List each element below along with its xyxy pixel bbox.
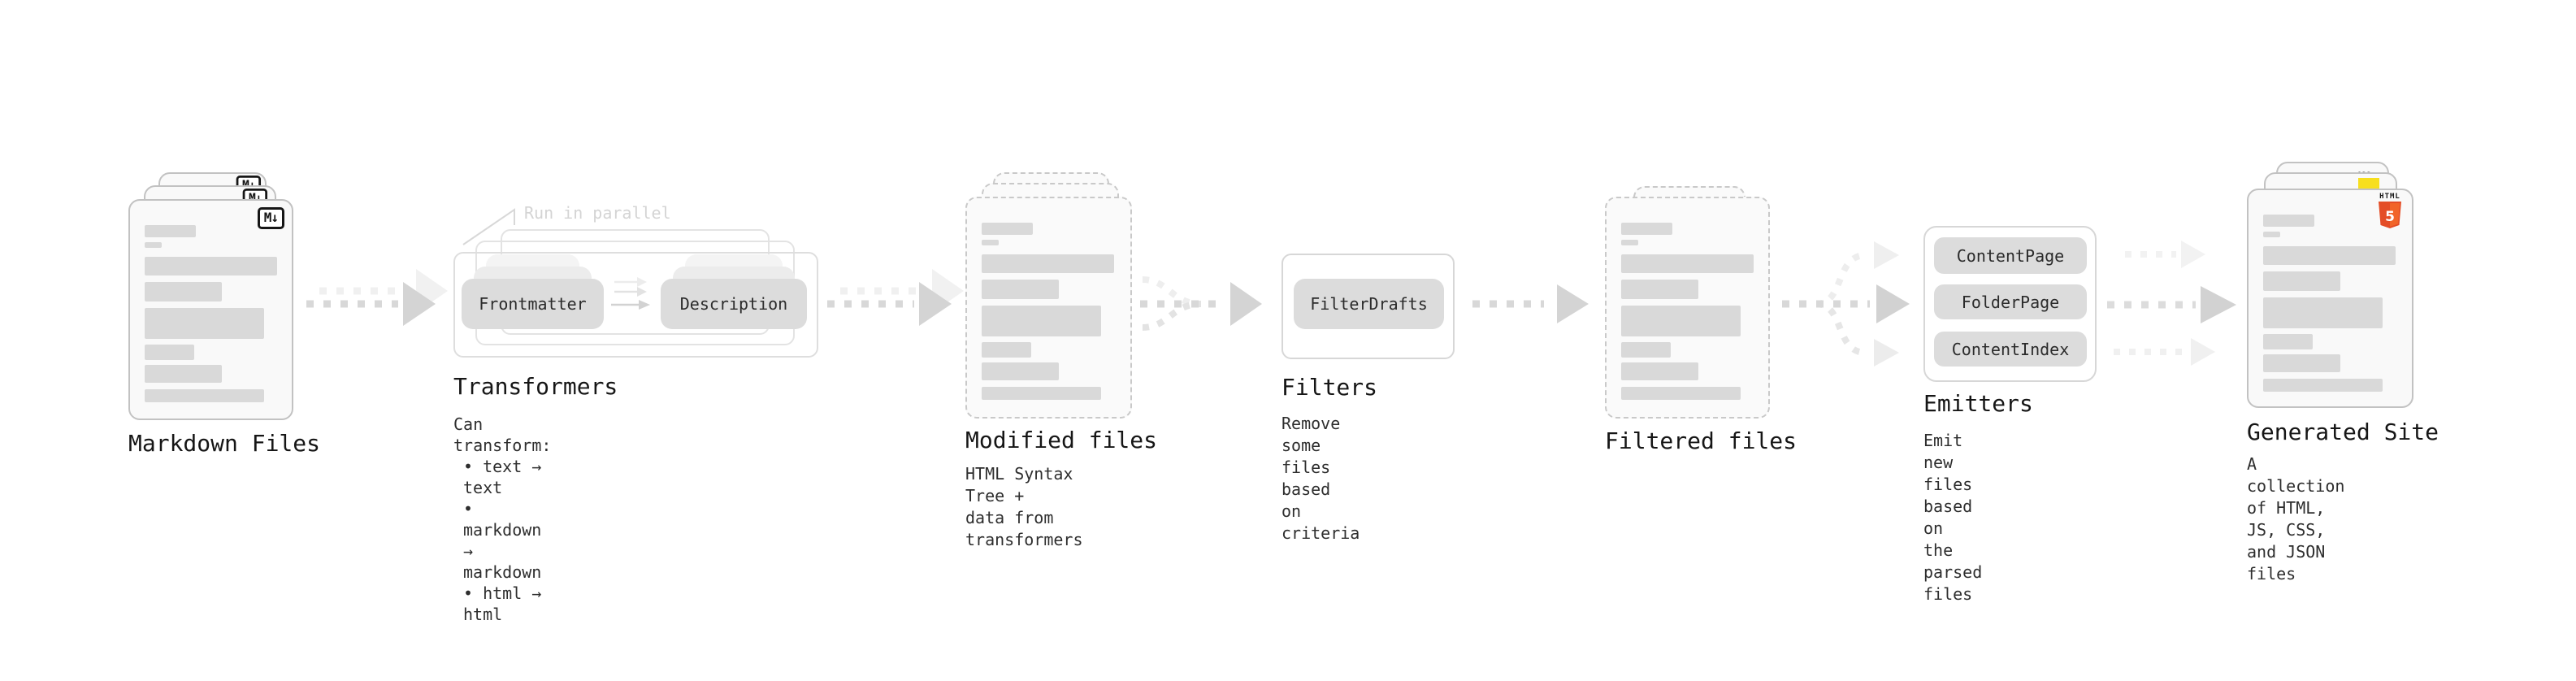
svg-text:5: 5	[2385, 209, 2395, 225]
text-placeholder-bar	[145, 257, 277, 275]
text-placeholder-bar	[145, 345, 194, 360]
text-placeholder-bar	[982, 240, 999, 245]
emitter-node-folderpage: FolderPage	[1934, 284, 2087, 319]
text-placeholder-bar	[2263, 379, 2383, 392]
stage-label-markdown-files: Markdown Files	[128, 430, 321, 457]
text-placeholder-bar	[1621, 223, 1672, 235]
arrow-filters-to-filtered	[1472, 284, 1589, 323]
transformers-intro: Can transform:	[453, 414, 552, 455]
text-placeholder-bar	[2263, 334, 2313, 349]
arrow-transformers-to-modified	[827, 269, 964, 326]
text-placeholder-bar	[982, 362, 1059, 380]
generated-site-description: A collection of HTML, JS, CSS, and JSON …	[2247, 454, 2345, 583]
transformer-node-frontmatter: Frontmatter	[462, 279, 604, 329]
filtered-file-card-front	[1605, 197, 1770, 419]
text-placeholder-bar	[145, 389, 264, 402]
run-in-parallel-note: Run in parallel	[524, 203, 671, 223]
text-placeholder-bar	[982, 254, 1114, 273]
emitters-description: Emit new files based on the parsed files	[1923, 431, 1983, 604]
text-placeholder-bar	[2263, 271, 2340, 291]
stage-label-emitters: Emitters	[1923, 390, 2033, 417]
markdown-icon: M↓	[257, 207, 284, 229]
transformer-run-frame-front	[453, 252, 818, 358]
transformer-node-description: Description	[661, 279, 807, 329]
document-text-placeholder	[1621, 223, 1754, 400]
text-placeholder-bar	[1621, 254, 1754, 273]
stage-label-transformers: Transformers	[453, 373, 618, 400]
text-placeholder-bar	[982, 223, 1033, 235]
emitter-node-contentpage: ContentPage	[1934, 237, 2087, 274]
arrows-emitters-to-generated	[2107, 241, 2236, 366]
html5-icon-label: HTML	[2379, 193, 2400, 201]
generated-file-card-html: HTML 5	[2247, 189, 2413, 408]
filters-description: Remove some files based on criteria	[1281, 414, 1360, 543]
transformers-bullet: • html → html	[463, 583, 542, 624]
js-icon	[2358, 178, 2379, 191]
text-placeholder-bar	[145, 308, 264, 339]
modified-files-description: HTML Syntax Tree + data from transformer…	[965, 464, 1083, 549]
filter-node-filterdrafts: FilterDrafts	[1294, 279, 1444, 329]
text-placeholder-bar	[145, 365, 222, 383]
arrow-modified-to-filters-merge	[1140, 276, 1262, 331]
text-placeholder-bar	[982, 387, 1101, 400]
arrow-filtered-to-emitters-split	[1782, 241, 1910, 367]
text-placeholder-bar	[982, 342, 1031, 358]
text-placeholder-bar	[982, 280, 1059, 299]
transformers-description: Can transform: • text → text • markdown …	[453, 414, 551, 625]
document-text-placeholder	[982, 223, 1114, 400]
stage-label-filtered-files: Filtered files	[1605, 427, 1798, 454]
text-placeholder-bar	[982, 306, 1101, 336]
document-text-placeholder	[2263, 215, 2396, 392]
text-placeholder-bar	[1621, 362, 1698, 380]
modified-file-card-front	[965, 197, 1132, 419]
text-placeholder-bar	[1621, 342, 1671, 358]
transformers-bullet: • markdown → markdown	[463, 499, 542, 582]
text-placeholder-bar	[2263, 232, 2280, 237]
text-placeholder-bar	[1621, 306, 1741, 336]
text-placeholder-bar	[1621, 240, 1638, 245]
html5-shield: 5	[2379, 202, 2401, 228]
stage-label-filters: Filters	[1281, 374, 1378, 401]
emitter-node-contentindex: ContentIndex	[1934, 332, 2087, 367]
text-placeholder-bar	[2263, 215, 2314, 227]
text-placeholder-bar	[1621, 280, 1698, 299]
html5-icon: HTML 5	[2376, 193, 2404, 232]
text-placeholder-bar	[2263, 354, 2340, 372]
markdown-file-card-front: M↓	[128, 199, 293, 420]
text-placeholder-bar	[2263, 246, 2396, 265]
arrow-markdown-to-transformers	[306, 269, 448, 326]
text-placeholder-bar	[145, 242, 162, 248]
text-placeholder-bar	[1621, 387, 1741, 400]
document-text-placeholder	[145, 225, 277, 402]
transformers-bullet: • text → text	[463, 457, 542, 497]
text-placeholder-bar	[2263, 297, 2383, 328]
stage-label-modified-files: Modified files	[965, 427, 1158, 453]
text-placeholder-bar	[145, 225, 196, 237]
text-placeholder-bar	[145, 282, 222, 301]
stage-label-generated-site: Generated Site	[2247, 419, 2439, 445]
